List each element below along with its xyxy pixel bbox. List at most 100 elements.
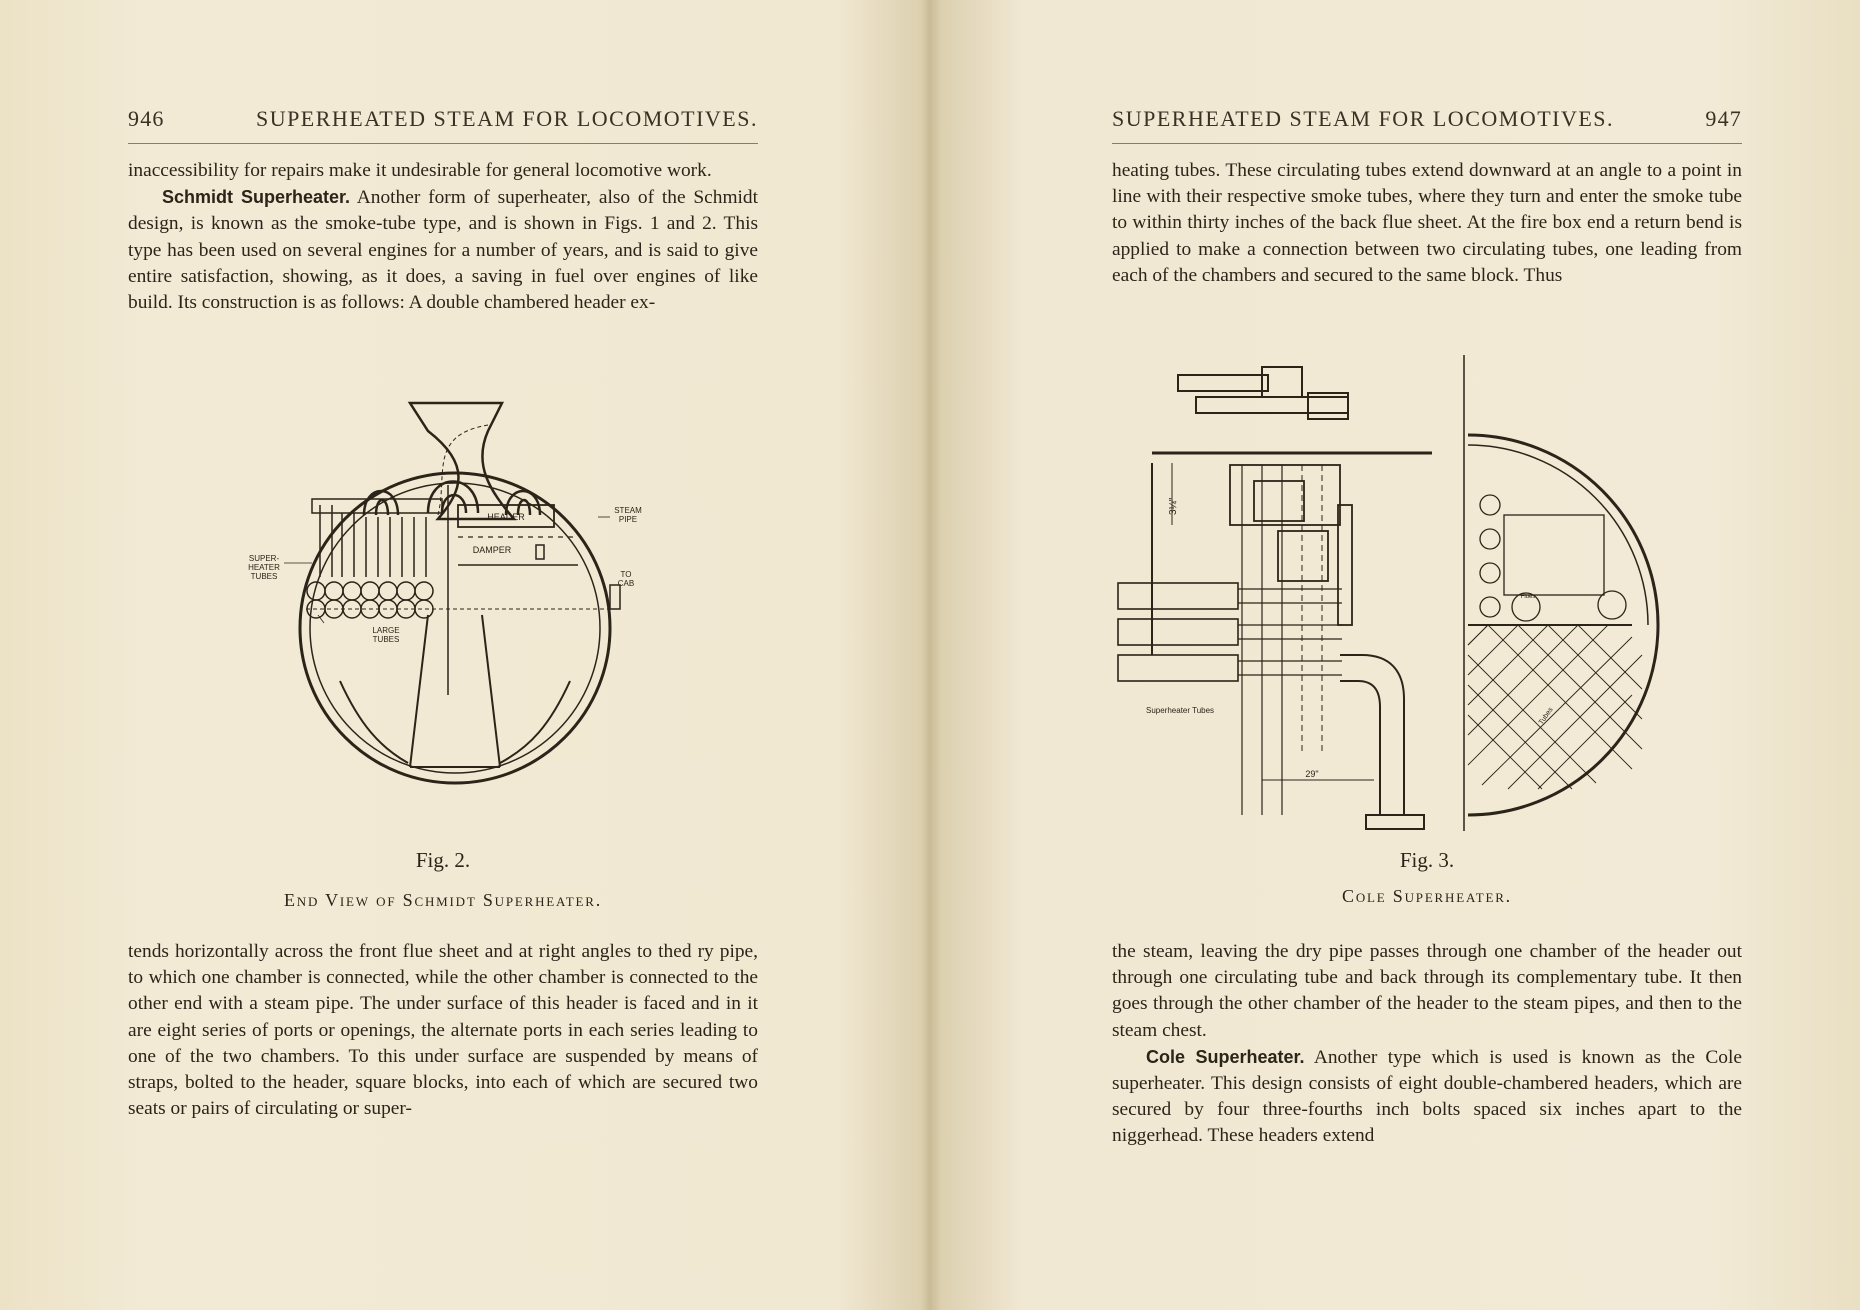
right-para-1: heating tubes. These circulating tubes e… (1112, 160, 1742, 286)
top-block-1 (1177, 374, 1269, 392)
end-view-flues (1479, 494, 1627, 622)
header-chamber (1253, 480, 1305, 522)
hatch-back (1467, 624, 1643, 790)
superheater-tube-group (311, 498, 443, 577)
left-para-3: tends horizontally across the front flue… (128, 941, 758, 1120)
flue-2 (1479, 528, 1501, 550)
left-page: 946 SUPERHEATED STEAM FOR LOCOMOTIVES. i… (128, 0, 758, 1310)
left-running-title: SUPERHEATED STEAM FOR LOCOMOTIVES. (255, 106, 758, 131)
flue-6 (1597, 590, 1627, 620)
label-steam-1: STEAM (614, 506, 642, 515)
label-super-3: TUBES (251, 572, 278, 581)
sh-tube-4 (389, 517, 403, 577)
flue-5 (1511, 592, 1541, 622)
label-super-2: HEATER (248, 563, 280, 572)
sh-tube-5 (413, 517, 427, 577)
label-large-1: LARGE (372, 626, 399, 635)
smokestack-shape (407, 401, 517, 521)
right-running-title: SUPERHEATED STEAM FOR LOCOMOTIVES. (1112, 106, 1615, 131)
damper-handle (535, 544, 545, 560)
header-side-bolt (1337, 504, 1353, 626)
exhaust-nozzle (409, 614, 501, 768)
left-header-rule (128, 143, 758, 144)
left-para-2: Schmidt Superheater. Another form of sup… (128, 184, 758, 316)
right-top-text: heating tubes. These circulating tubes e… (1112, 158, 1742, 289)
left-page-number: 946 (128, 106, 165, 131)
end-view-shell (1467, 433, 1660, 817)
label-damper: DAMPER (473, 545, 512, 555)
hatch-forward (1467, 624, 1643, 790)
left-top-text: inaccessibility for repairs make it unde… (128, 158, 758, 316)
right-header-rule (1112, 143, 1742, 144)
superheater-tubes-horizontal (1117, 582, 1342, 682)
right-running-head: SUPERHEATED STEAM FOR LOCOMOTIVES. 947 (1112, 106, 1742, 132)
left-arch (362, 489, 400, 516)
label-header: HEADER (487, 512, 525, 522)
flue-1 (1479, 494, 1501, 516)
label-steam-2: PIPE (619, 515, 637, 524)
boiler-shell-inner (309, 482, 601, 774)
steam-pipe-curves (339, 680, 571, 764)
dim-29-label: 29" (1305, 769, 1318, 779)
to-cab-fitting (609, 584, 621, 610)
sh-tube-cap (311, 498, 443, 514)
crosshatch-tubes (1467, 624, 1643, 790)
large-tube-14 (414, 599, 434, 619)
right-para-3: Cole Superheater. Another type which is … (1112, 1044, 1742, 1150)
right-page-number: 947 (1705, 106, 1742, 131)
header-fittings-cluster (1229, 464, 1353, 815)
sh-tube-1 (319, 505, 333, 577)
sh-horizontal-tube-2 (1117, 618, 1239, 646)
large-tube-2 (324, 581, 344, 601)
large-tube-group (306, 581, 434, 619)
stack-hidden-line (437, 424, 489, 516)
cole-superheater-drawing: 3¼" Superheater Tubes (1117, 355, 1660, 831)
right-para-2: the steam, leaving the dry pipe passes t… (1112, 941, 1742, 1041)
left-bottom-text: tends horizontally across the front flue… (128, 939, 758, 1122)
top-fitting-1 (1261, 366, 1303, 398)
fig3-title: Cole Superheater. (1342, 886, 1512, 906)
label-to-cab-1: TO (621, 570, 632, 579)
large-tube-12 (378, 599, 398, 619)
label-large-2: TUBES (373, 635, 400, 644)
label-superheater-tubes: Superheater Tubes (1146, 706, 1214, 715)
fig2-title: End View of Schmidt Superheater. (283, 890, 603, 910)
end-view-inner-shell (1467, 444, 1649, 626)
large-tube-5 (378, 581, 398, 601)
large-tube-6 (396, 581, 416, 601)
large-tubes-leader (317, 614, 325, 624)
sh-tube-2 (341, 513, 355, 577)
flue-3 (1479, 562, 1501, 584)
label-flues: Flues (1521, 594, 1536, 600)
schmidt-end-view-drawing: HEADER DAMPER (248, 401, 642, 785)
steam-pipe-bend (1340, 654, 1405, 815)
fig2-label: Fig. 2. (415, 848, 471, 872)
large-tube-4 (360, 581, 380, 601)
schmidt-heading: Schmidt Superheater. (162, 187, 351, 208)
label-super-1: SUPER- (249, 554, 280, 563)
sh-tube-3 (365, 517, 379, 577)
header-lower-box (1277, 530, 1329, 582)
right-page: SUPERHEATED STEAM FOR LOCOMOTIVES. 947 h… (1112, 0, 1742, 1310)
label-to-cab-2: CAB (618, 579, 634, 588)
sh-horizontal-tube-1 (1117, 582, 1239, 610)
left-para-1: inaccessibility for repairs make it unde… (128, 160, 712, 181)
tube-grid-box (1503, 514, 1605, 596)
cole-body: Another type which is used is known as t… (1112, 1046, 1742, 1147)
schmidt-body: Another form of superheater, also of the… (128, 187, 758, 314)
large-tube-3 (342, 581, 362, 601)
right-arch (504, 489, 542, 516)
flue-4 (1479, 596, 1501, 618)
cole-heading: Cole Superheater. (1146, 1046, 1305, 1067)
top-fitting-2 (1307, 392, 1349, 420)
dim-left-label: 3¼" (1167, 497, 1179, 515)
vertical-pipes (1241, 465, 1283, 815)
sh-horizontal-tube-3 (1117, 654, 1239, 682)
boiler-shell-outer (298, 471, 612, 785)
top-header-blocks (1177, 366, 1349, 420)
hidden-vertical-pipes (1301, 465, 1323, 755)
header-body (1229, 464, 1341, 526)
pipe-flange (1365, 814, 1425, 830)
left-running-head: 946 SUPERHEATED STEAM FOR LOCOMOTIVES. (128, 106, 758, 132)
